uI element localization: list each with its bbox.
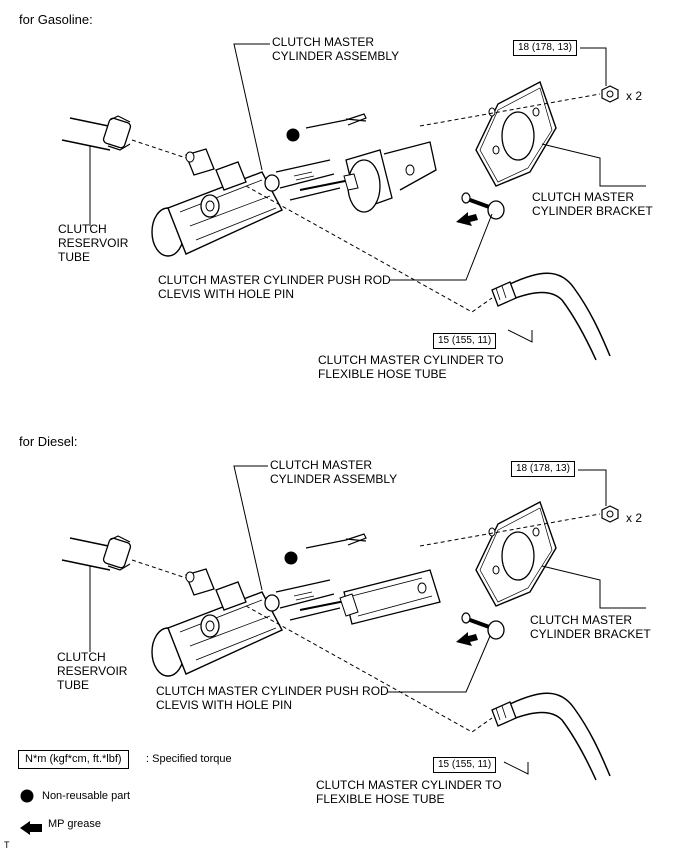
legend-grease-arrow: [20, 821, 42, 835]
gasoline-push-rod-label: CLUTCH MASTER CYLINDER PUSH ROD CLEVIS W…: [158, 273, 391, 301]
legend-nonreusable-label: Non-reusable part: [42, 790, 131, 802]
gasoline-cylinder-drawing: [61, 80, 620, 362]
gasoline-nut-torque-box: 18 (178, 13): [513, 40, 577, 56]
diesel-header: for Diesel:: [19, 434, 78, 449]
gasoline-header: for Gasoline:: [19, 12, 93, 27]
diesel-push-rod-label: CLUTCH MASTER CYLINDER PUSH ROD CLEVIS W…: [156, 684, 389, 712]
diesel-nonreusable-dot: [284, 551, 298, 565]
gasoline-nut-qty: x 2: [626, 89, 643, 103]
gasoline-reservoir-tube-label: CLUTCH RESERVOIR TUBE: [58, 222, 129, 264]
diesel-hose-tube-label: CLUTCH MASTER CYLINDER TO FLEXIBLE HOSE …: [316, 778, 502, 806]
diesel-cylinder-drawing: [61, 500, 620, 782]
diesel-assembly-label: CLUTCH MASTER CYLINDER ASSEMBLY: [270, 458, 398, 486]
diesel-bracket-label: CLUTCH MASTER CYLINDER BRACKET: [530, 613, 651, 641]
footer-mark: T: [4, 840, 10, 850]
diesel-nut-torque-box: 18 (178, 13): [511, 461, 575, 477]
legend-nonreusable-dot: [20, 789, 34, 803]
gasoline-hose-tube-label: CLUTCH MASTER CYLINDER TO FLEXIBLE HOSE …: [318, 353, 504, 381]
gasoline-assembly-label: CLUTCH MASTER CYLINDER ASSEMBLY: [272, 35, 400, 63]
legend-torque-box: N*m (kgf*cm, ft.*lbf): [18, 750, 129, 769]
legend-torque-desc: : Specified torque: [146, 753, 232, 765]
diesel-tube-torque-box: 15 (155, 11): [433, 757, 497, 773]
gasoline-bracket-label: CLUTCH MASTER CYLINDER BRACKET: [532, 190, 653, 218]
diesel-nut-qty: x 2: [626, 511, 643, 525]
gasoline-nonreusable-dot: [286, 128, 300, 142]
legend-grease-label: MP grease: [48, 818, 101, 830]
gasoline-tube-torque-box: 15 (155, 11): [433, 333, 497, 349]
diesel-reservoir-tube-label: CLUTCH RESERVOIR TUBE: [57, 650, 128, 692]
